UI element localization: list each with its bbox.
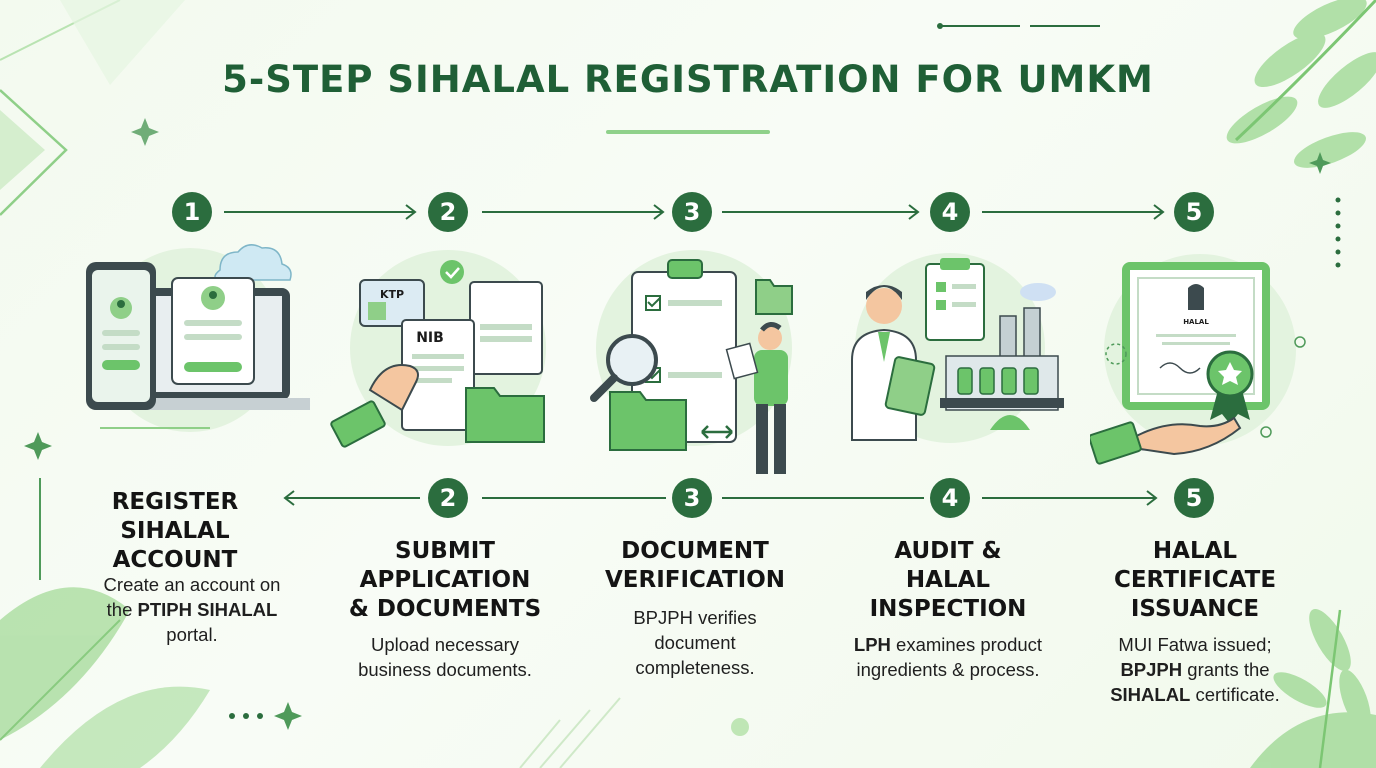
step-1-title-line: REGISTER (111, 489, 239, 515)
step-5-title-line: HALAL (1152, 538, 1238, 564)
hand-icon (368, 364, 419, 412)
document-verification-illustration (590, 250, 793, 474)
documents-upload-illustration: KTP NIB (330, 250, 546, 448)
bottles-icon (957, 367, 1039, 395)
step-2-title-line: APPLICATION (359, 567, 531, 593)
step-4-title-line: HALAL (905, 567, 991, 593)
svg-text:NIB: NIB (416, 330, 444, 346)
step-3-badge-lower: 3 (672, 478, 712, 518)
step-5-description: MUI Fatwa issued; BPJPH grants the SIHAL… (1110, 634, 1280, 705)
check-badge-icon (440, 260, 464, 284)
step-1-title: REGISTER SIHALAL ACCOUNT (80, 488, 270, 575)
inspector-icon (851, 285, 936, 441)
step-5-badge: 5 (1174, 192, 1214, 232)
step-1-title-line: ACCOUNT (112, 547, 238, 573)
svg-text:KTP: KTP (380, 288, 404, 301)
step-4-badge-lower: 4 (930, 478, 970, 518)
step-4-title: AUDIT & HALAL INSPECTION (848, 537, 1048, 624)
step-2-badge: 2 (428, 192, 468, 232)
title-underline (606, 130, 770, 134)
step-5-title-line: CERTIFICATE (1113, 567, 1277, 593)
step-5-badge-lower: 5 (1174, 478, 1214, 518)
hand-icon (1117, 416, 1242, 456)
magnifier-icon (606, 334, 658, 386)
step-3-title: DOCUMENT VERIFICATION (590, 537, 800, 595)
step-5-title-line: ISSUANCE (1130, 596, 1260, 622)
step-2-badge-lower: 2 (428, 478, 468, 518)
cloud-icon (214, 244, 292, 281)
folder-icon (609, 391, 687, 451)
step-5-title: HALAL CERTIFICATE ISSUANCE (1090, 537, 1300, 624)
seal-ribbon-icon (1206, 350, 1254, 424)
step-2-title-line: & DOCUMENTS (348, 596, 542, 622)
step-3-badge: 3 (672, 192, 712, 232)
step-4-badge: 4 (930, 192, 970, 232)
step-1-description: Create an account on the PTIPH SIHALAL p… (103, 574, 281, 645)
audit-inspection-illustration (851, 253, 1064, 443)
person-reviewing-icon (725, 322, 788, 474)
step-2-title: SUBMIT APPLICATION & DOCUMENTS (330, 537, 560, 624)
folder-icon (465, 387, 545, 443)
step-1-badge: 1 (172, 192, 212, 232)
step-3-title-line: VERIFICATION (605, 567, 785, 593)
step-3-title-line: DOCUMENT (621, 538, 769, 564)
page-title: 5-STEP SIHALAL REGISTRATION FOR UMKM (222, 58, 1154, 101)
step-2-description: Upload necessary business documents. (358, 634, 532, 680)
laptop-phone-registration-illustration (86, 244, 310, 432)
step-2-title-line: SUBMIT (395, 538, 495, 564)
user-profile-icon (171, 277, 255, 385)
step-3-description: BPJPH verifies document completeness. (633, 607, 757, 678)
step-4-title-line: AUDIT & (894, 538, 1002, 564)
step-1-title-line: SIHALAL (120, 518, 230, 544)
svg-text:HALAL: HALAL (1183, 318, 1209, 326)
certificate-issuance-illustration: HALAL (1090, 254, 1306, 465)
step-4-title-line: INSPECTION (869, 596, 1027, 622)
step-4-description: LPH examines product ingredients & proce… (853, 634, 1043, 680)
